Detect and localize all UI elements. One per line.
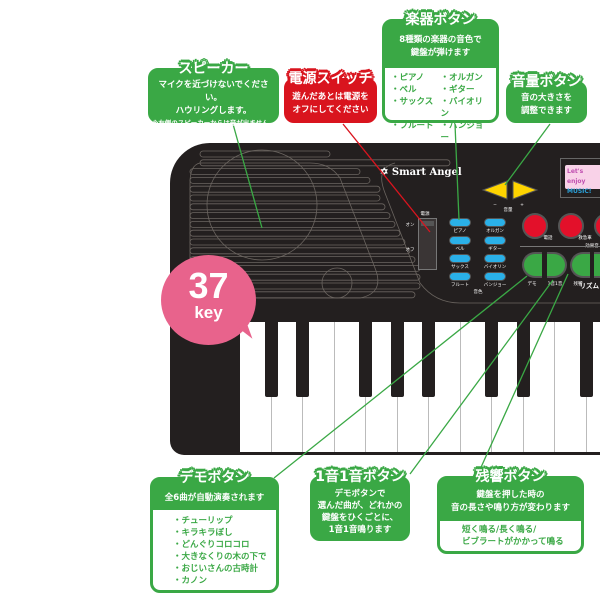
speaker-slot [189,212,391,219]
effect-label: 電話 [543,236,553,241]
speaker-slot [199,159,451,167]
instrument-group-label: 音色 [473,290,483,295]
speaker-slot [189,194,381,202]
instrument-button[interactable] [449,254,471,263]
effect-button-1[interactable] [522,213,548,239]
instrument-button[interactable] [484,272,506,281]
volume-minus-label: − [493,203,497,208]
instrument-list-item: ・サックス [391,97,434,107]
black-key[interactable] [516,322,530,397]
volume-group-label: 音量 [503,208,513,213]
instrument-button[interactable] [484,236,506,245]
demo-song-item: ・どんぐりコロコロ [173,540,250,550]
instrument-list-item: ・ギター [440,85,475,95]
demo-callout: デモボタン 全6曲が自動演奏されます ・チューリップ・キラキラぼし・どんぐりコロ… [150,470,279,593]
black-key[interactable] [485,322,498,397]
instrument-label: ベル [455,247,465,252]
star-icon: ✡ [380,167,389,178]
key-count-badge: 37 key [161,255,256,345]
rhythm-label: リズム [579,282,600,290]
instrument-button[interactable] [484,254,506,263]
black-key[interactable] [422,322,435,397]
speaker-slot [189,185,381,193]
power-callout: 電源スイッチ 遊んだあとは電源をオフにしてください [284,71,377,123]
effect-button-2[interactable] [558,213,584,239]
divider [520,246,600,247]
volume-down-button[interactable] [481,180,508,200]
power-on-label: オン [405,223,415,228]
instrument-callout: 楽器ボタン 8種類の楽器の音色で鍵盤が弾けます ・ピアノ・オルガン・ベル・ギター… [382,12,499,143]
instrument-label: ピアノ [453,229,467,234]
speaker-slot [189,221,396,228]
black-key[interactable] [296,322,309,397]
demo-song-item: ・カノン [173,576,208,586]
instrument-button[interactable] [449,236,471,245]
speaker-callout: スピーカー マイクを近づけないでください。ハウリングします。 ※右側のスピーカー… [148,61,279,127]
instrument-button[interactable] [449,218,471,227]
demo-song-item: ・キラキラぼし [173,528,233,538]
demo-song-item: ・チューリップ [173,516,233,526]
function-label: デモ [527,282,537,287]
volume-up-button[interactable] [512,180,539,200]
instrument-list-item: ・バンジョー [440,121,484,143]
instrument-label: バイオリン [483,265,507,270]
instrument-label: オルガン [486,229,504,234]
brand-logo: ✡ Smart Angel [380,167,462,178]
speaker-slot [189,203,386,211]
black-key[interactable] [579,322,593,397]
instrument-label: フルート [451,283,469,288]
instrument-list-item: ・ベル [391,85,417,95]
volume-callout: 音量ボタン 音の大きさを調整できます [506,74,587,123]
function-label: 1音1音 [547,282,563,287]
sustain-callout: 残響ボタン 鍵盤を押した時の音の長さや鳴り方が変わります 短く鳴る/長く鳴る/ビ… [437,469,584,554]
black-key[interactable] [264,322,278,397]
instrument-button[interactable] [484,218,506,227]
speaker-slot [189,229,401,237]
instrument-list-item: ・バイオリン [440,97,484,119]
instrument-label: ギター [488,247,502,252]
sustain-button[interactable] [570,252,590,278]
speaker-slot [189,247,411,255]
instrument-list-item: ・フルート [391,121,434,131]
one-by-one-callout: 1音1音ボタン デモボタンで選んだ曲が、どれかの 鍵盤をひくごとに、1音1音鳴り… [310,469,410,541]
speaker-slot [189,177,371,184]
black-key[interactable] [390,322,404,397]
demo-button[interactable] [522,252,542,278]
power-label: 電源 [420,212,430,217]
rhythm-button[interactable] [594,252,600,278]
power-off-label: オフ [405,248,415,253]
demo-song-item: ・おじいさんの古時計 [173,564,259,574]
instrument-label: サックス [451,265,469,270]
instrument-list-item: ・ピアノ [391,73,425,83]
speaker-slot [199,150,331,158]
function-label: 残響 [573,282,583,287]
power-switch[interactable] [418,218,437,270]
volume-plus-label: + [520,203,524,208]
instrument-label: バンジョー [483,283,507,288]
speaker-slot [189,238,406,246]
black-key[interactable] [359,322,372,397]
instrument-list-item: ・オルガン [440,73,483,83]
demo-song-item: ・大きなくりの木の下で [173,552,267,562]
effect-label: 救急車 [578,236,592,241]
instrument-button[interactable] [449,272,471,281]
